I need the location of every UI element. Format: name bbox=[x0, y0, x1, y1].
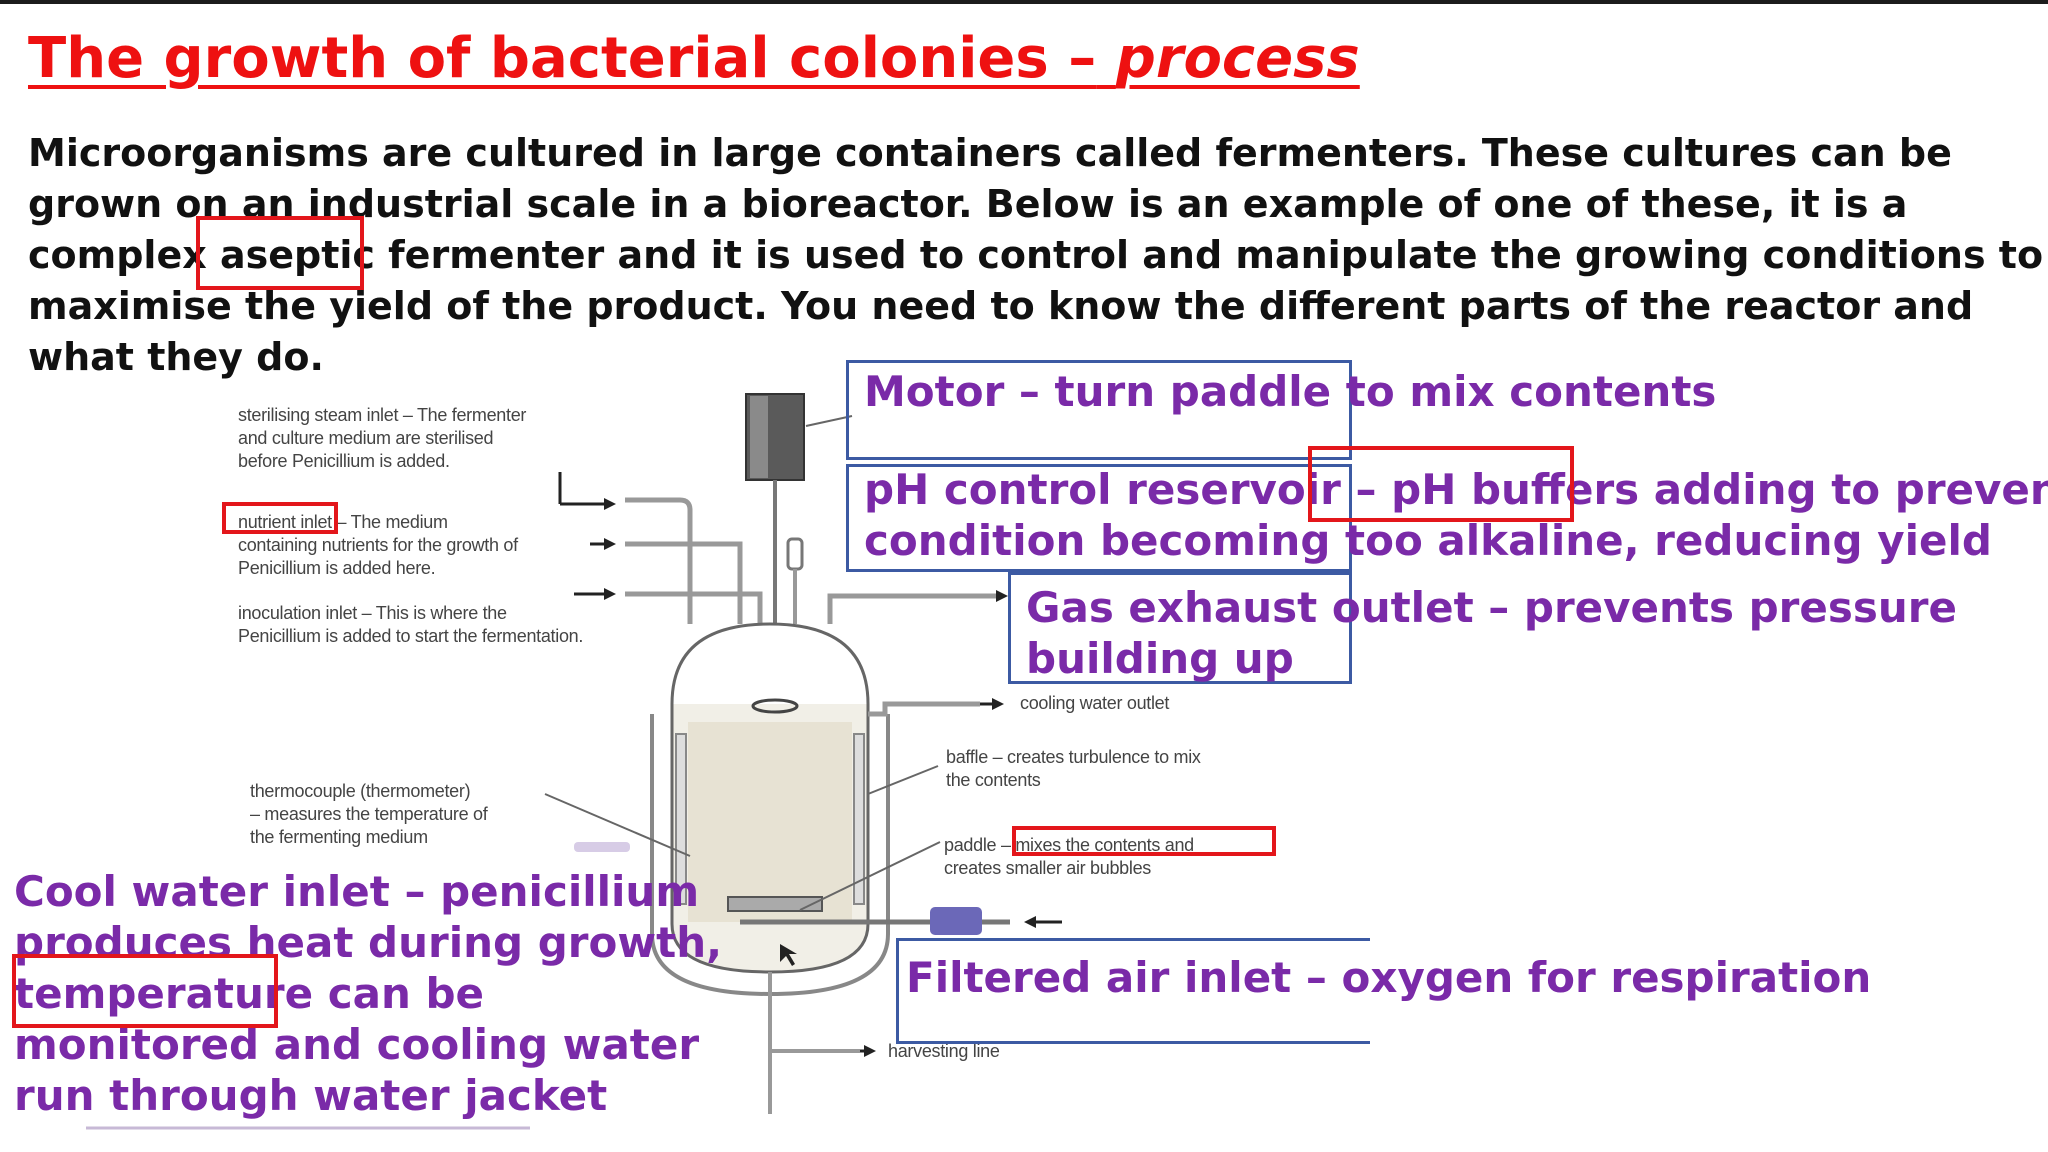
gas-annotation-line-1: Gas exhaust outlet – prevents pressure bbox=[1026, 583, 1957, 632]
cool-water-line-2: produces heat during growth, bbox=[14, 918, 723, 967]
label-steam-inlet: sterilising steam inlet – The fermenter … bbox=[238, 404, 526, 473]
label-paddle-line-1: paddle – mixes the contents and bbox=[944, 835, 1194, 855]
aseptic-keyword: aseptic bbox=[219, 233, 375, 277]
label-baffle: baffle – creates turbulence to mix the c… bbox=[946, 746, 1201, 792]
paddle-drawing bbox=[727, 896, 823, 912]
gas-annotation: Gas exhaust outlet – prevents pressure b… bbox=[1026, 582, 1957, 684]
cool-water-line-5: run through water jacket bbox=[14, 1071, 608, 1120]
label-thermocouple-line-2: – measures the temperature of bbox=[250, 804, 488, 824]
label-inoculation-inlet-line-2: Penicillium is added to start the fermen… bbox=[238, 626, 584, 646]
label-baffle-line-1: baffle – creates turbulence to mix bbox=[946, 747, 1201, 767]
label-nutrient-inlet-line-2: containing nutrients for the growth of bbox=[238, 535, 518, 555]
label-paddle-line-2: creates smaller air bubbles bbox=[944, 858, 1151, 878]
nutrient-inlet-highlight-box bbox=[222, 502, 338, 534]
label-thermocouple-line-1: thermocouple (thermometer) bbox=[250, 781, 471, 801]
intro-line-3-end: fermenter and it is used to control and … bbox=[374, 233, 2044, 277]
ph-annotation-line-2: condition becoming too alkaline, reducin… bbox=[864, 516, 1992, 565]
label-inoculation-inlet-line-1: inoculation inlet – This is where the bbox=[238, 603, 507, 623]
label-nutrient-inlet-line-1: nutrient inlet – The medium bbox=[238, 512, 448, 532]
label-paddle: paddle – mixes the contents and creates … bbox=[944, 834, 1194, 880]
intro-paragraph: Microorganisms are cultured in large con… bbox=[28, 128, 2043, 383]
air-filter-drawing bbox=[930, 907, 982, 935]
title-main: The growth of bacterial colonies – bbox=[28, 26, 1097, 91]
label-nutrient-inlet-line-3: Penicillium is added here. bbox=[238, 558, 436, 578]
temperature-highlight-box bbox=[12, 954, 278, 1028]
motor-annotation: Motor – turn paddle to mix contents bbox=[864, 367, 1717, 416]
gas-annotation-box bbox=[1008, 572, 1352, 684]
intro-line-3-start: complex bbox=[28, 233, 220, 277]
label-cooling-outlet: cooling water outlet bbox=[1020, 693, 1170, 713]
label-nutrient-inlet: nutrient inlet – The medium containing n… bbox=[238, 511, 518, 580]
ph-buffers-highlight-box bbox=[1308, 446, 1574, 522]
motor-annotation-box bbox=[846, 360, 1352, 460]
cool-water-line-4: monitored and cooling water bbox=[14, 1020, 700, 1069]
cursor-icon bbox=[780, 944, 797, 966]
intro-line-1: Microorganisms are cultured in large con… bbox=[28, 131, 1952, 175]
aseptic-highlight-box bbox=[196, 216, 364, 290]
slide: The growth of bacterial colonies – proce… bbox=[0, 4, 2048, 1152]
page-title: The growth of bacterial colonies – proce… bbox=[28, 26, 1360, 91]
label-steam-inlet-line-3: before Penicillium is added. bbox=[238, 451, 450, 471]
label-thermocouple: thermocouple (thermometer) – measures th… bbox=[250, 780, 488, 849]
title-emphasis: process bbox=[1115, 26, 1360, 91]
label-baffle-line-2: the contents bbox=[946, 770, 1041, 790]
ph-annotation-line-1: pH control reservoir – pH buffers adding… bbox=[864, 465, 2048, 514]
paddle-highlight-box bbox=[1012, 826, 1276, 856]
intro-line-5: what they do. bbox=[28, 335, 324, 379]
ph-annotation: pH control reservoir – pH buffers adding… bbox=[864, 464, 2048, 566]
cool-water-line-3: temperature can be bbox=[14, 969, 485, 1018]
intro-line-4: maximise the yield of the product. You n… bbox=[28, 284, 1974, 328]
air-annotation: Filtered air inlet – oxygen for respirat… bbox=[906, 953, 1872, 1002]
intro-line-3: complex aseptic fermenter and it is used… bbox=[28, 230, 2043, 281]
label-thermocouple-line-3: the fermenting medium bbox=[250, 827, 428, 847]
air-annotation-box bbox=[896, 938, 1370, 1044]
label-steam-inlet-line-2: and culture medium are sterilised bbox=[238, 428, 494, 448]
gas-annotation-line-2: building up bbox=[1026, 634, 1294, 683]
label-harvesting-line: harvesting line bbox=[888, 1041, 1000, 1061]
cool-water-line-1: Cool water inlet – penicillium bbox=[14, 867, 700, 916]
cool-water-annotation: Cool water inlet – penicillium produces … bbox=[14, 866, 722, 1121]
fermenter-diagram bbox=[86, 393, 1062, 1130]
label-inoculation-inlet: inoculation inlet – This is where the Pe… bbox=[238, 602, 583, 648]
label-steam-inlet-line-1: sterilising steam inlet – The fermenter bbox=[238, 405, 527, 425]
